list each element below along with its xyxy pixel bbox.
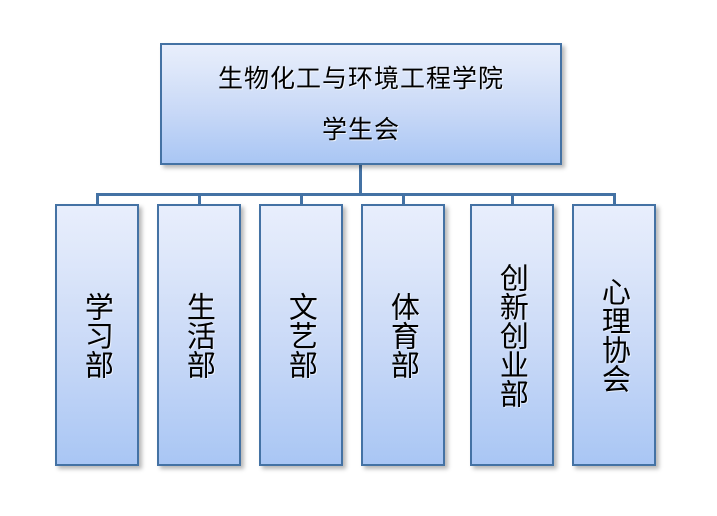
connector-drop-3 bbox=[402, 193, 405, 206]
child-node-innovation-entrepreneurship-department[interactable]: 创新创业部 bbox=[470, 204, 554, 466]
connector-drop-5 bbox=[613, 193, 616, 206]
child-node-study-department[interactable]: 学习部 bbox=[55, 204, 139, 466]
connector-drop-2 bbox=[300, 193, 303, 206]
child-node-label: 学习部 bbox=[80, 291, 115, 379]
child-node-label: 文艺部 bbox=[284, 291, 319, 379]
child-node-psychology-association[interactable]: 心理协会 bbox=[572, 204, 656, 466]
connector-root-stem bbox=[359, 165, 362, 195]
child-node-label: 创新创业部 bbox=[495, 262, 530, 408]
child-node-label: 生活部 bbox=[182, 291, 217, 379]
root-node-line-2: 学生会 bbox=[321, 115, 400, 144]
child-node-life-department[interactable]: 生活部 bbox=[157, 204, 241, 466]
connector-drop-0 bbox=[96, 193, 99, 206]
connector-drop-1 bbox=[198, 193, 201, 206]
child-node-label: 体育部 bbox=[386, 291, 421, 379]
child-node-label: 心理协会 bbox=[597, 277, 632, 393]
root-node-line-1: 生物化工与环境工程学院 bbox=[217, 64, 504, 93]
child-node-arts-department[interactable]: 文艺部 bbox=[259, 204, 343, 466]
connector-drop-4 bbox=[511, 193, 514, 206]
root-node[interactable]: 生物化工与环境工程学院 学生会 bbox=[160, 43, 562, 165]
child-node-sports-department[interactable]: 体育部 bbox=[361, 204, 445, 466]
connector-horizontal-bus bbox=[96, 193, 615, 196]
